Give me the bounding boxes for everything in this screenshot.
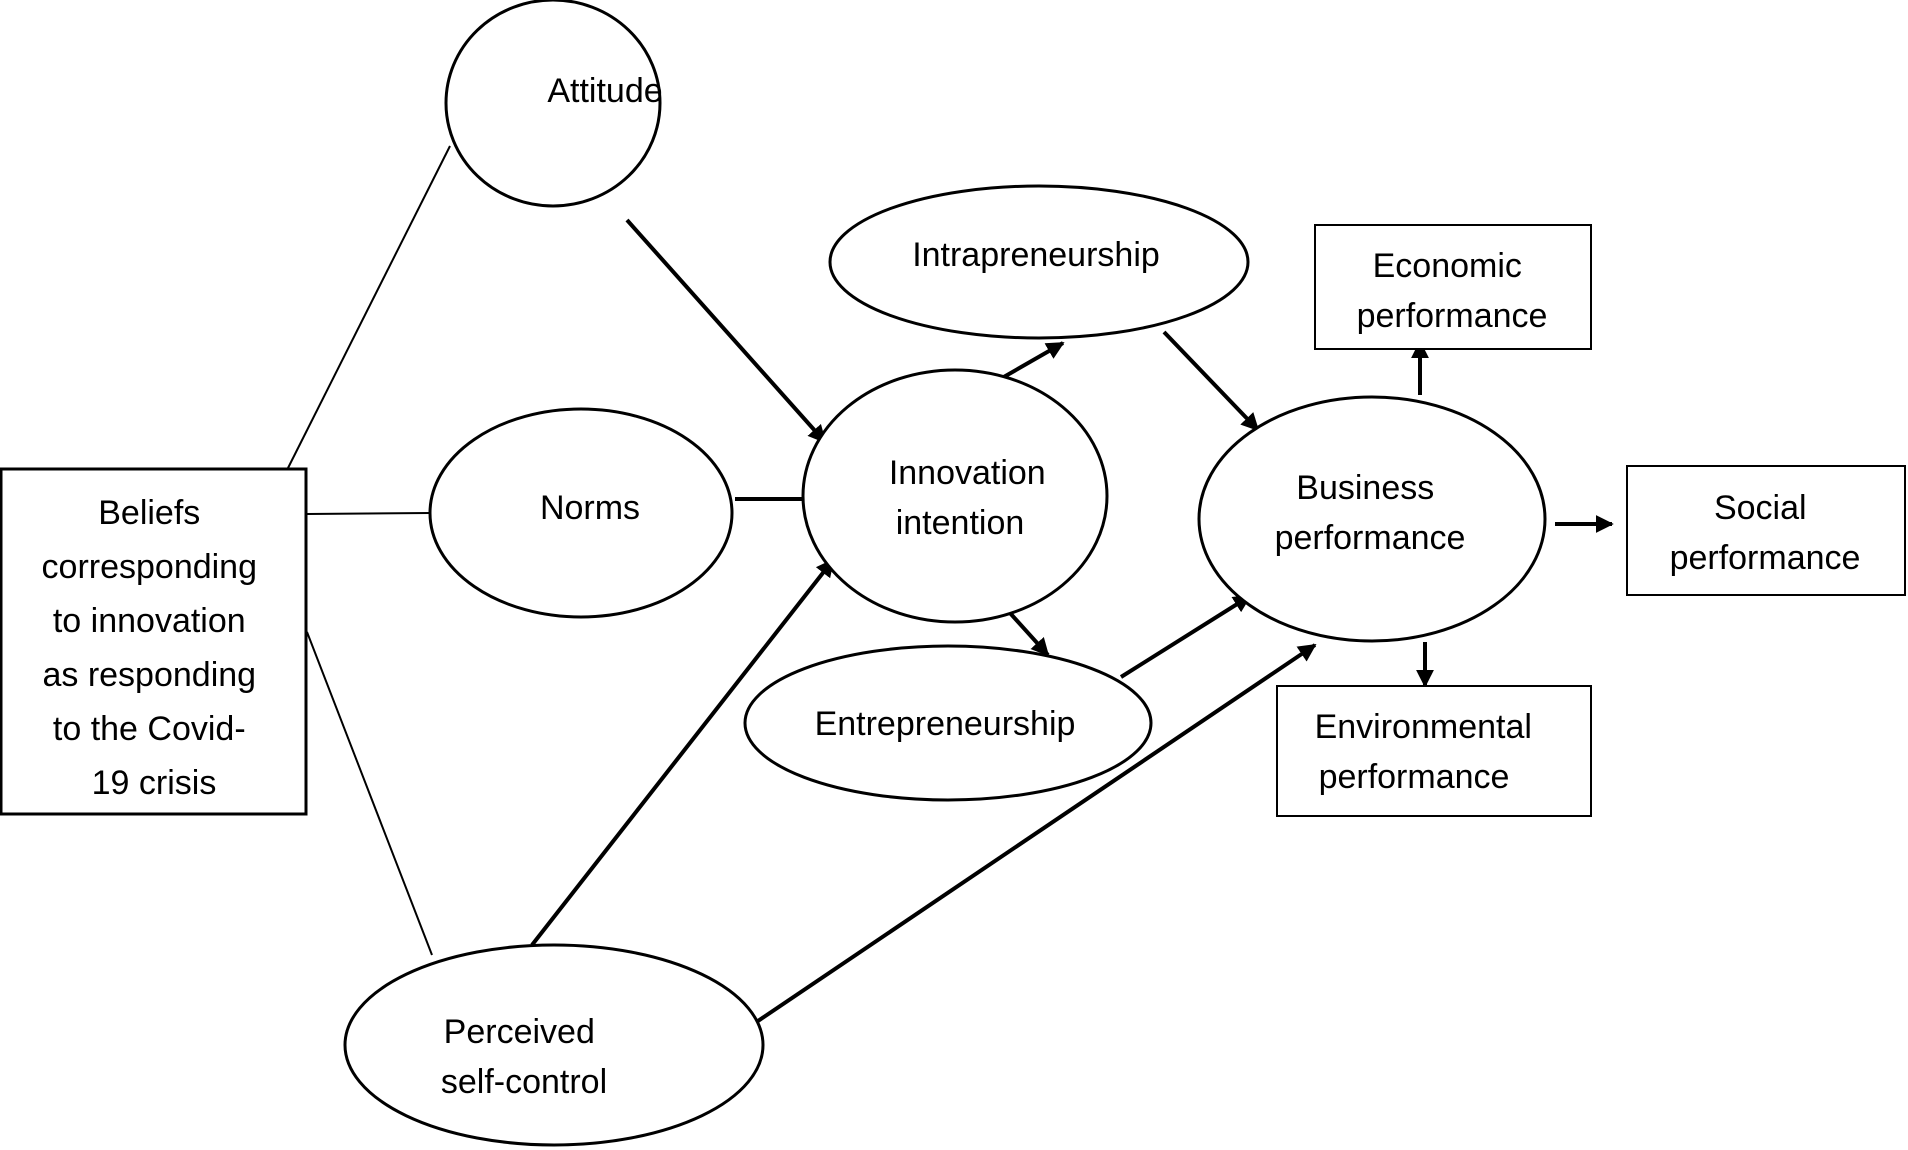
attitude-label: Attitude	[547, 72, 662, 110]
business-performance-ellipse	[1197, 395, 1547, 643]
arrow-perceived-self-control-innovation-intention	[530, 558, 835, 947]
entrepreneurship-label: Entrepreneurship	[815, 705, 1076, 743]
entrepreneurship-ellipse	[743, 644, 1153, 802]
economic-performance-label: Economic performance	[1357, 247, 1548, 335]
arrow-innovation-intention-intrapreneurship	[994, 341, 1065, 384]
arrow-attitude-innovation-intention	[625, 218, 827, 444]
link-beliefs-norms	[306, 512, 431, 515]
link-beliefs-attitude	[287, 145, 451, 469]
environmental-performance-label: Environmental performance	[1315, 708, 1542, 796]
social-performance-label: Social performance	[1670, 489, 1861, 577]
beliefs-label: Beliefs corresponding to innovation as r…	[42, 494, 267, 802]
norms-label: Norms	[540, 489, 640, 527]
beliefs-box	[0, 467, 308, 816]
perceived-self-control-label: Perceived self-control	[441, 1013, 607, 1101]
business-performance-label: Business performance	[1275, 469, 1466, 557]
intrapreneurship-ellipse	[828, 184, 1250, 340]
perceived-self-control-ellipse	[343, 943, 765, 1147]
attitude-ellipse	[444, 0, 662, 208]
intrapreneurship-label: Intrapreneurship	[912, 236, 1160, 274]
innovation-intention-ellipse	[801, 368, 1109, 624]
economic-performance-box	[1314, 224, 1592, 350]
arrow-perceived-self-control-business-performance	[710, 643, 1317, 1054]
arrow-intrapreneurship-business-performance	[1162, 330, 1260, 432]
norms-ellipse	[428, 407, 734, 619]
arrow-innovation-intention-entrepreneurship	[1008, 611, 1050, 657]
social-performance-box	[1626, 465, 1906, 596]
innovation-intention-label: Innovation intention	[889, 454, 1055, 542]
link-beliefs-perceived-self-control	[306, 631, 433, 956]
environmental-performance-box	[1276, 685, 1592, 817]
arrow-entrepreneurship-business-performance	[1119, 594, 1252, 679]
